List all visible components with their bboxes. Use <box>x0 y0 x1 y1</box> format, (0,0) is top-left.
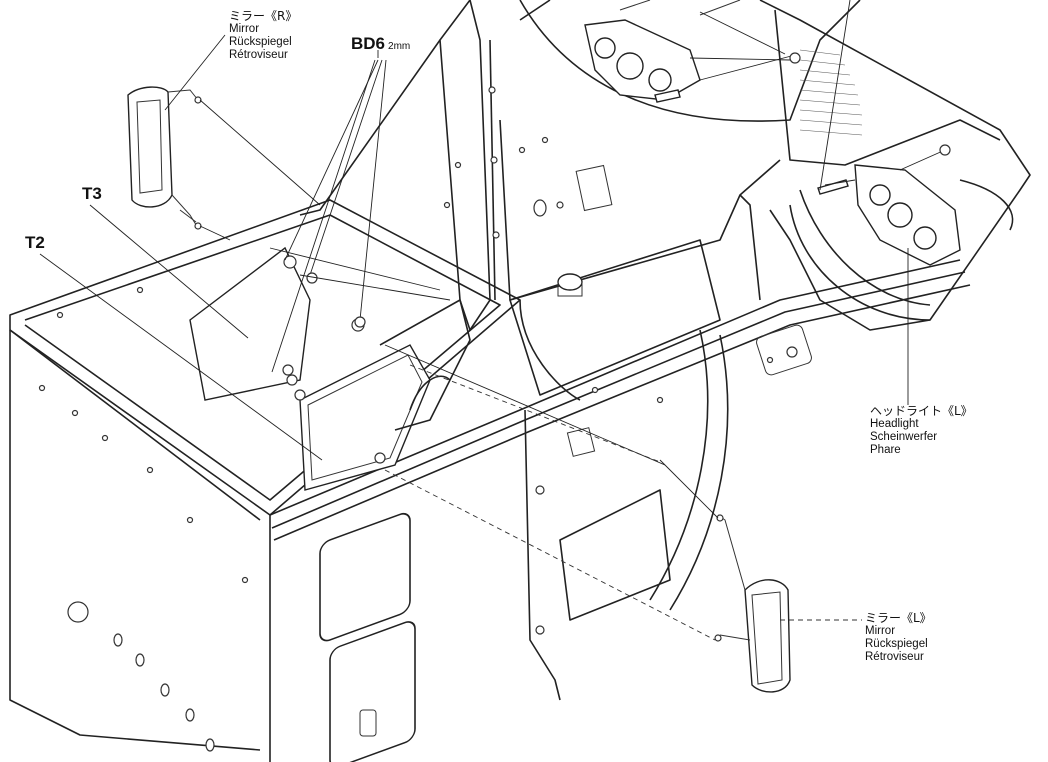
mirror-l-label-en: Mirror <box>865 625 896 638</box>
headlight-l-part <box>817 0 961 266</box>
cab-door-panels <box>319 409 671 762</box>
cab-upper-interior <box>499 0 861 301</box>
mirror-r-label-jp: ミラー《R》 <box>229 9 298 23</box>
mirror-l-label-fr: Rétroviseur <box>865 651 924 664</box>
headlight-l-label-fr: Phare <box>870 444 901 457</box>
bd6-size: 2mm <box>388 41 411 52</box>
headlight-l-label-de: Scheinwerfer <box>870 431 938 444</box>
cab-floor <box>509 239 721 401</box>
mirror-r-label-fr: Rétroviseur <box>229 49 288 62</box>
headlight-l-label: ヘッドライト《L》 Headlight Scheinwerfer Phare <box>870 404 973 457</box>
bd6-screws <box>269 59 666 466</box>
panel-t3-part <box>189 246 311 401</box>
mirror-r-label-de: Rückspiegel <box>229 36 292 49</box>
mirror-r-part <box>127 86 321 241</box>
mirror-l-label-de: Rückspiegel <box>865 638 928 651</box>
t3-label: T3 <box>82 184 102 203</box>
front-fender-shell <box>759 0 1031 331</box>
cab-right-side-wall <box>591 194 812 611</box>
mirror-r-label: ミラー《R》 Mirror Rückspiegel Rétroviseur <box>229 9 298 62</box>
mirror-l-part <box>384 364 791 693</box>
mirror-l-label: ミラー《L》 Mirror Rückspiegel Rétroviseur <box>865 611 932 664</box>
cab-rear-wall <box>299 0 551 331</box>
panel-t2-part <box>294 318 431 491</box>
headlight-r-part <box>584 0 801 103</box>
cab-hatch <box>379 299 471 431</box>
mirror-r-label-en: Mirror <box>229 23 260 36</box>
headlight-l-label-jp: ヘッドライト《L》 <box>870 404 973 418</box>
bd6-code: BD6 <box>351 34 386 53</box>
headlight-l-label-en: Headlight <box>870 418 919 431</box>
cab-lower-body <box>9 199 971 762</box>
t2-label: T2 <box>25 233 45 252</box>
mirror-l-label-jp: ミラー《L》 <box>865 611 932 625</box>
label-leaders <box>39 34 909 621</box>
